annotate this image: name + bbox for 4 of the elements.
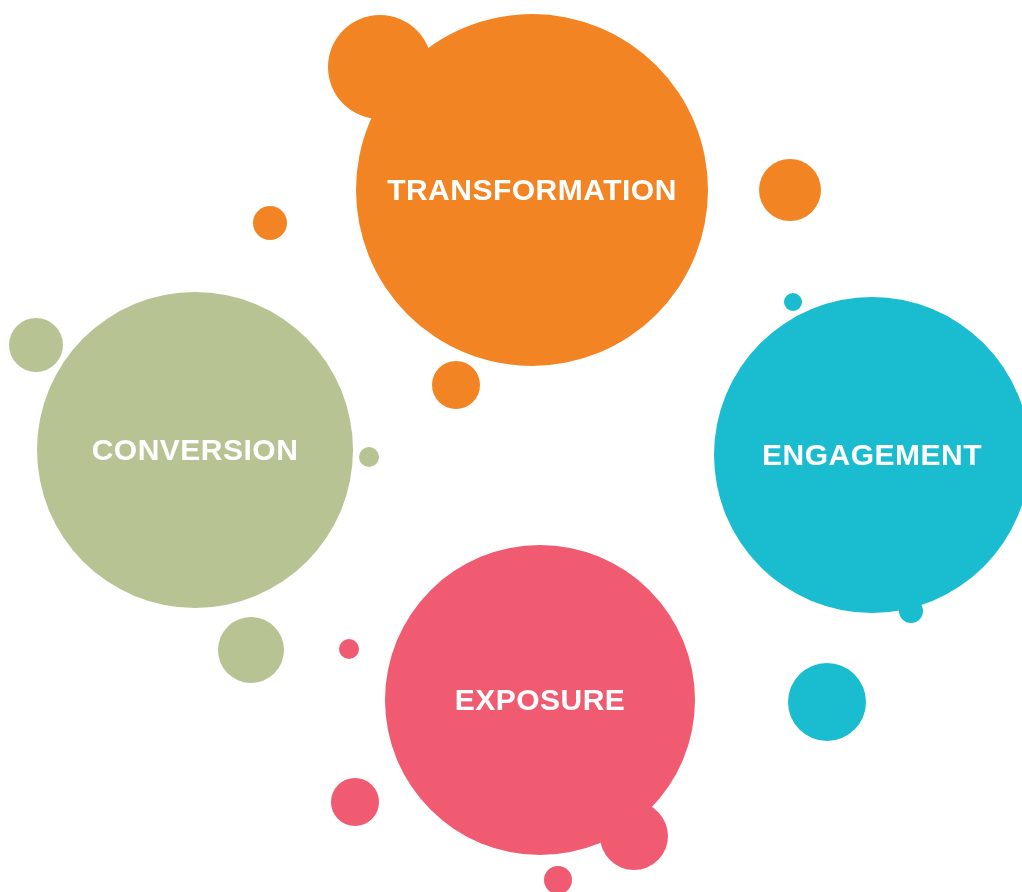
stage-label: TRANSFORMATION xyxy=(387,173,677,207)
stage-label: EXPOSURE xyxy=(454,683,626,717)
stage-label: CONVERSION xyxy=(91,433,299,467)
stage-label: ENGAGEMENT xyxy=(762,438,982,472)
